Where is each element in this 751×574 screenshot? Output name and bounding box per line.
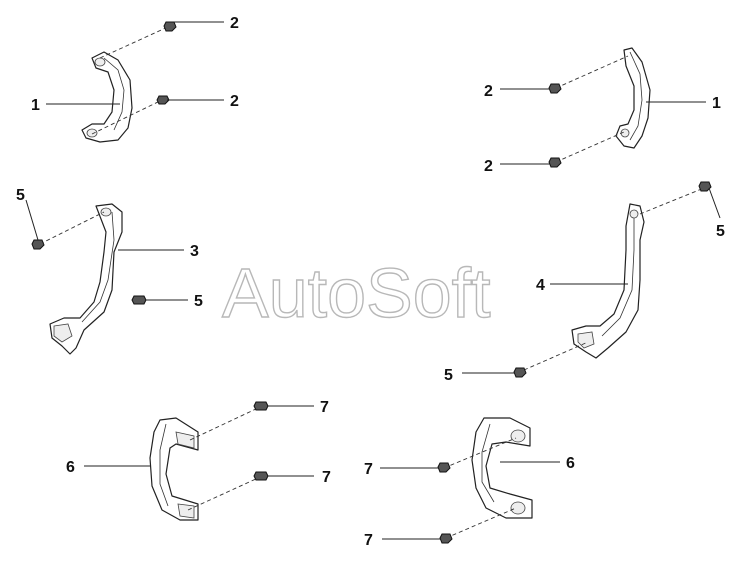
fastener-2-b (156, 95, 170, 105)
callout-6-a: 6 (66, 459, 75, 476)
callout-2-b: 2 (230, 93, 239, 110)
callout-7-c: 7 (364, 461, 373, 478)
callout-5-c: 5 (716, 223, 725, 240)
callout-4: 4 (536, 277, 545, 294)
fastener-7-c (437, 462, 451, 473)
callout-5-a: 5 (16, 187, 25, 204)
callout-2-c: 2 (484, 83, 493, 100)
fastener-7-d (439, 533, 453, 544)
callout-1-b: 1 (712, 95, 721, 112)
part-1-right-handle (615, 47, 651, 149)
part-1-left-handle (81, 51, 133, 143)
fastener-5-b (131, 295, 147, 305)
part-4-pillar-handle (571, 203, 645, 359)
callout-5-b: 5 (194, 293, 203, 310)
callout-7-b: 7 (322, 469, 331, 486)
callout-2-a: 2 (230, 15, 239, 32)
callout-1-a: 1 (31, 97, 40, 114)
fastener-5-a (31, 239, 45, 250)
callout-5-d: 5 (444, 367, 453, 384)
part-6-left-grab-handle (149, 417, 199, 521)
watermark-text: AutoSoft (222, 254, 491, 332)
fastener-5-c (698, 181, 712, 192)
callout-6-b: 6 (566, 455, 575, 472)
callout-7-d: 7 (364, 532, 373, 549)
callout-3: 3 (190, 243, 199, 260)
fastener-7-a (253, 401, 269, 411)
fastener-2-c (548, 83, 562, 94)
fastener-5-d (513, 367, 527, 378)
part-3-pillar-handle (49, 203, 123, 355)
fastener-7-b (253, 471, 269, 481)
fastener-2-d (548, 157, 562, 168)
fastener-2-a (163, 21, 177, 32)
callout-7-a: 7 (320, 399, 329, 416)
part-6-right-grab-handle (471, 417, 533, 519)
callout-2-d: 2 (484, 158, 493, 175)
